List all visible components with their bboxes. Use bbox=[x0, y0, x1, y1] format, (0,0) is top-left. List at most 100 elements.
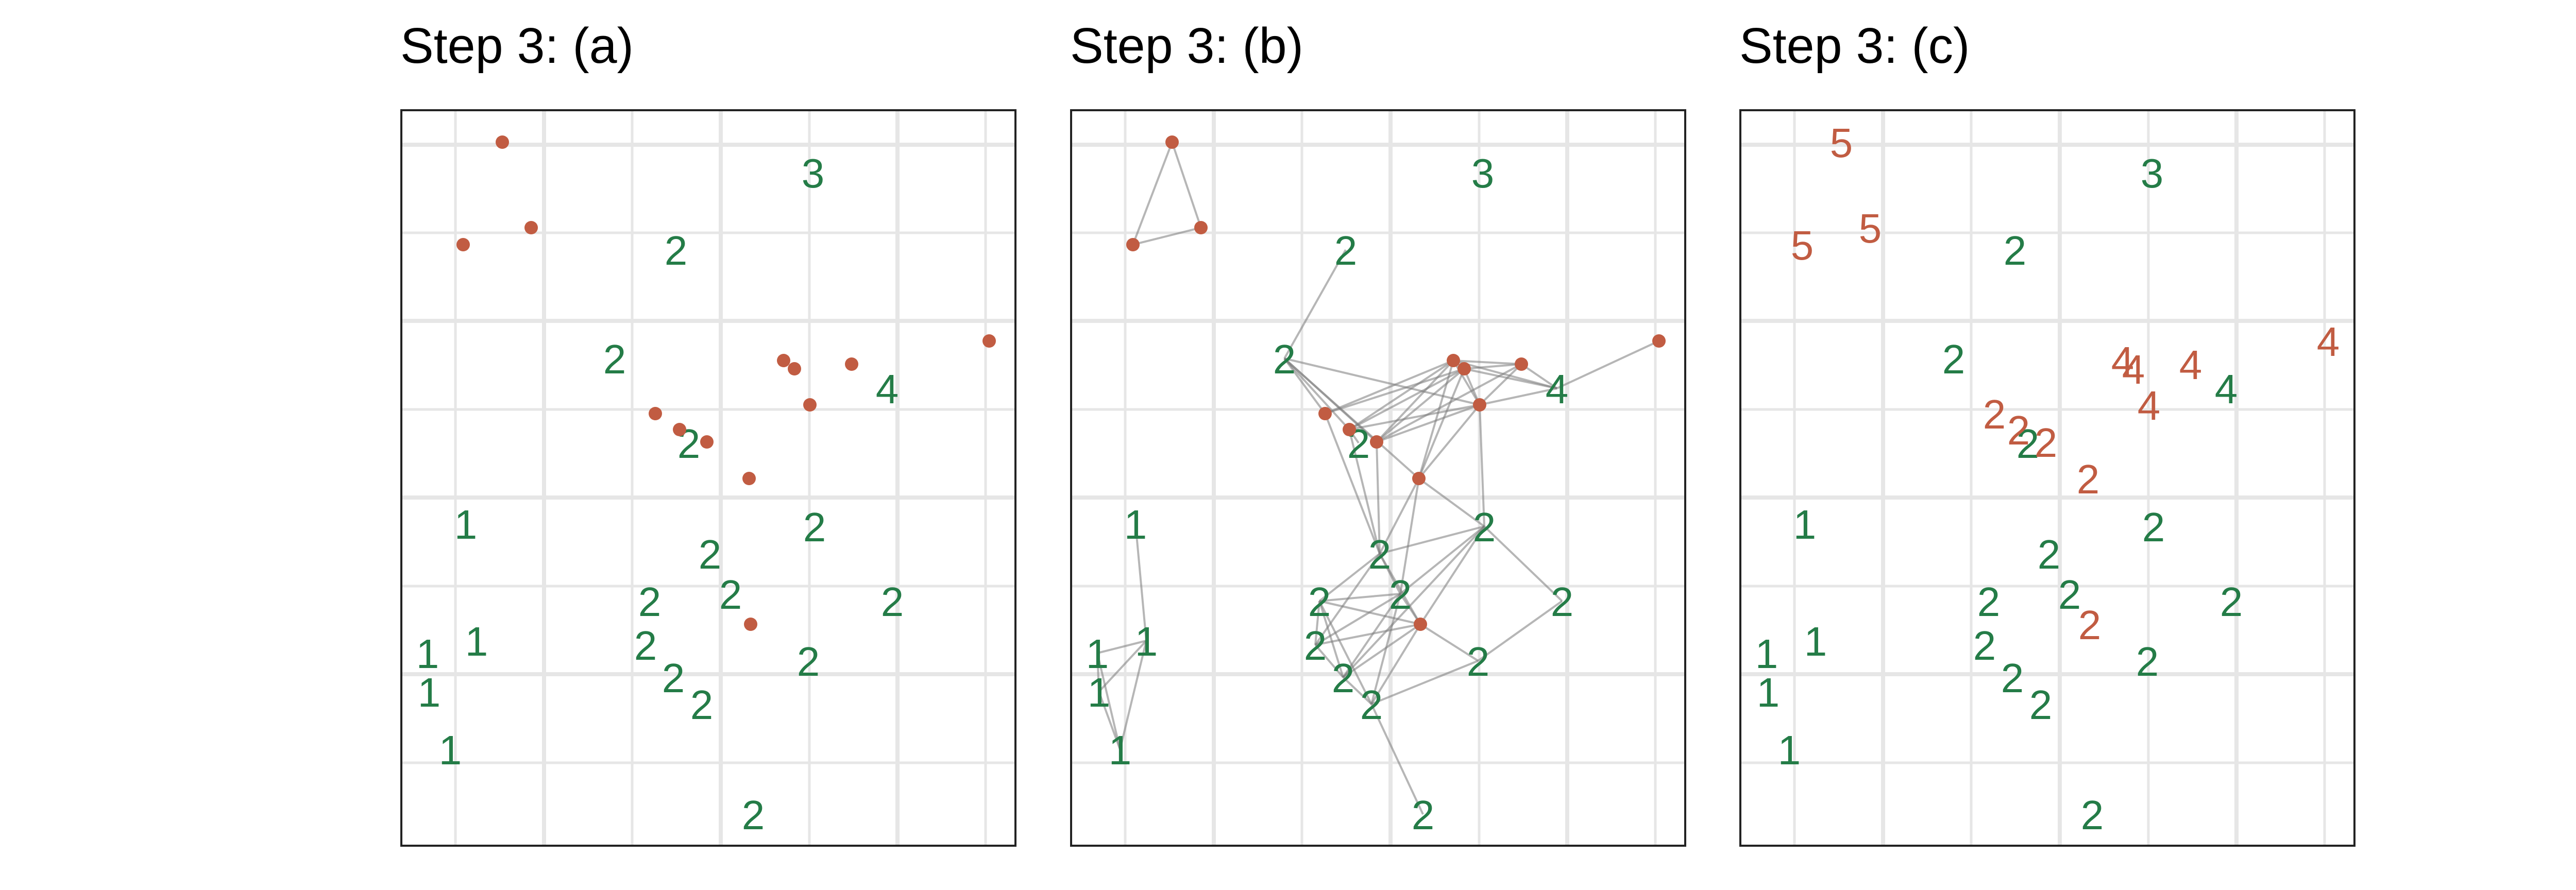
node-label: 3 bbox=[802, 150, 825, 196]
graph-edge bbox=[1283, 249, 1347, 359]
node-label: 2 bbox=[1368, 532, 1392, 577]
highlighted-node-dot bbox=[1447, 354, 1460, 367]
panel-b-title: Step 3: (b) bbox=[1070, 18, 1303, 74]
highlighted-node-dot bbox=[788, 362, 801, 375]
graph-edge bbox=[1325, 368, 1465, 415]
graph-edge bbox=[1314, 601, 1320, 645]
graph-edge bbox=[1479, 387, 1557, 406]
graph-edge bbox=[1399, 478, 1420, 594]
highlighted-node-dot bbox=[1515, 357, 1528, 371]
node-label: 2 bbox=[634, 623, 657, 669]
highlighted-node-dot bbox=[1458, 362, 1471, 375]
graph-edge bbox=[1097, 640, 1147, 654]
highlighted-node-dot bbox=[1652, 334, 1666, 348]
node-label: 2 bbox=[2058, 572, 2081, 618]
graph-edge bbox=[1477, 600, 1563, 662]
node-label: 2 bbox=[662, 655, 685, 701]
node-label: 2 bbox=[690, 682, 714, 728]
node-label: 1 bbox=[1109, 727, 1132, 773]
graph-edge bbox=[1556, 340, 1659, 389]
graph-edge bbox=[1376, 360, 1454, 443]
highlighted-node-dot bbox=[742, 472, 756, 485]
node-label: 2 bbox=[2001, 655, 2024, 701]
highlighted-node-dot bbox=[524, 221, 538, 234]
highlighted-node-dot bbox=[1370, 435, 1383, 449]
graph-edge bbox=[1096, 653, 1121, 750]
graph-edge bbox=[1318, 601, 1344, 678]
highlighted-node-dot bbox=[1412, 472, 1426, 485]
node-label: 2 bbox=[699, 532, 722, 577]
node-label: 1 bbox=[1124, 502, 1147, 547]
graph-edge bbox=[1483, 525, 1563, 602]
graph-edge bbox=[1283, 357, 1420, 480]
highlighted-node-dot bbox=[777, 354, 790, 367]
highlighted-nodes bbox=[456, 135, 996, 631]
node-label: 1 bbox=[465, 619, 488, 664]
graph-edge bbox=[1379, 525, 1485, 555]
node-label: 1 bbox=[1135, 619, 1158, 664]
node-label: 2 bbox=[797, 639, 820, 684]
graph-edges bbox=[1096, 142, 1659, 815]
node-label: 1 bbox=[1088, 670, 1111, 715]
node-label: 2 bbox=[1273, 336, 1296, 382]
graph-edge bbox=[1132, 142, 1173, 245]
node-label: 3 bbox=[2141, 150, 2164, 196]
node-label: 2 bbox=[2016, 421, 2040, 467]
gridlines bbox=[1739, 109, 2355, 847]
node-label: 2 bbox=[742, 792, 765, 838]
graph-edge bbox=[1418, 477, 1485, 527]
node-label: 1 bbox=[1793, 502, 1817, 547]
graph-edge bbox=[1134, 523, 1147, 641]
relabeled-node: 2 bbox=[2007, 407, 2030, 453]
highlighted-node-dot bbox=[982, 334, 996, 348]
relabeled-node: 2 bbox=[1983, 391, 2006, 437]
graph-edge bbox=[1371, 660, 1479, 705]
highlighted-node-dot bbox=[1318, 407, 1332, 420]
graph-edge bbox=[1399, 525, 1485, 595]
relabeled-node: 4 bbox=[2317, 319, 2340, 365]
graph-edge bbox=[1370, 623, 1421, 705]
node-label: 2 bbox=[1334, 228, 1358, 273]
relabeled-node: 5 bbox=[1830, 120, 1853, 166]
highlighted-node-dot bbox=[649, 407, 662, 420]
node-label: 2 bbox=[1467, 639, 1490, 684]
graph-edge bbox=[1464, 363, 1522, 370]
node-label: 2 bbox=[1973, 623, 1996, 669]
node-label: 2 bbox=[638, 579, 662, 625]
node-label: 1 bbox=[1804, 619, 1827, 664]
node-label: 4 bbox=[876, 366, 899, 412]
relabeled-node: 4 bbox=[2179, 342, 2202, 388]
node-label: 2 bbox=[719, 572, 742, 618]
relabeled-node: 5 bbox=[1859, 206, 1882, 251]
graph-edge bbox=[1342, 623, 1421, 678]
graph-edge bbox=[1342, 676, 1372, 705]
graph-edge bbox=[1342, 525, 1485, 678]
node-label: 2 bbox=[1304, 623, 1327, 669]
graph-edge bbox=[1318, 601, 1372, 705]
panel-a-title: Step 3: (a) bbox=[400, 18, 634, 74]
highlighted-node-dot bbox=[1126, 238, 1140, 251]
node-label: 2 bbox=[1332, 655, 1355, 701]
node-label: 1 bbox=[1755, 631, 1778, 677]
highlighted-node-dot bbox=[1343, 423, 1356, 436]
panel-c-title: Step 3: (c) bbox=[1739, 18, 1970, 74]
graph-edge bbox=[1319, 600, 1421, 625]
highlighted-node-dot bbox=[1473, 398, 1486, 412]
node-label: 2 bbox=[1942, 336, 1965, 382]
graph-edge bbox=[1370, 704, 1424, 815]
graph-edge bbox=[1318, 553, 1381, 602]
highlighted-node-dot bbox=[1414, 618, 1427, 631]
node-label: 2 bbox=[603, 336, 626, 382]
graph-edge bbox=[1325, 360, 1454, 415]
graph-edge bbox=[1324, 413, 1381, 554]
graph-edge bbox=[1349, 368, 1465, 431]
graph-edge bbox=[1418, 360, 1454, 479]
